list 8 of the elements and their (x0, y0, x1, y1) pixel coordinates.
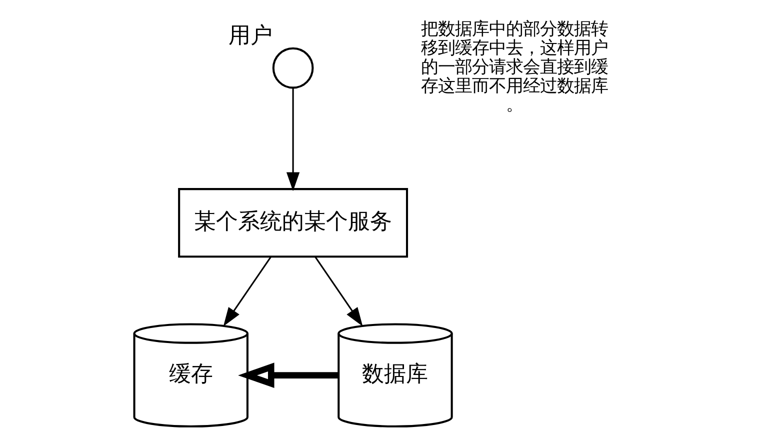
label: 把数据库中的部分数据转移到缓存中去，这样用户的一部分请求会直接到缓存这里而不用经过数据库。 (420, 20, 608, 116)
arrow (314, 256, 362, 326)
node-label: 用户 (228, 23, 272, 48)
arrow (286, 88, 300, 192)
arrow (238, 362, 338, 388)
arrow (222, 256, 272, 326)
node-box: 某个系统的某个服务 (178, 188, 408, 258)
node-person (272, 47, 314, 89)
